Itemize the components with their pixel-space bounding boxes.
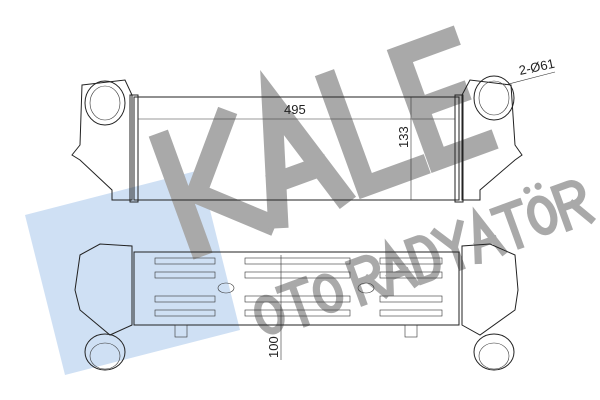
watermark-brand-shape bbox=[148, 25, 499, 260]
pipe-dimension: 2-Ø61 bbox=[518, 56, 556, 78]
bottom-view bbox=[74, 243, 519, 371]
height-dimension: 133 bbox=[396, 126, 411, 148]
width-dimension: 495 bbox=[284, 102, 306, 117]
core-bottom bbox=[133, 251, 460, 326]
depth-dimension: 100 bbox=[266, 336, 281, 358]
left-pipe bbox=[84, 80, 126, 126]
left-tank bbox=[71, 79, 133, 201]
right-tank-bottom bbox=[461, 243, 519, 336]
right-pipe-bottom bbox=[473, 333, 515, 371]
top-view bbox=[71, 71, 556, 203]
watermark-sub-shape bbox=[254, 180, 597, 335]
left-pipe-bottom bbox=[84, 333, 126, 371]
left-tank-bottom bbox=[74, 243, 133, 336]
core-top bbox=[133, 96, 460, 201]
right-tank bbox=[461, 79, 523, 201]
right-pipe bbox=[473, 75, 515, 121]
